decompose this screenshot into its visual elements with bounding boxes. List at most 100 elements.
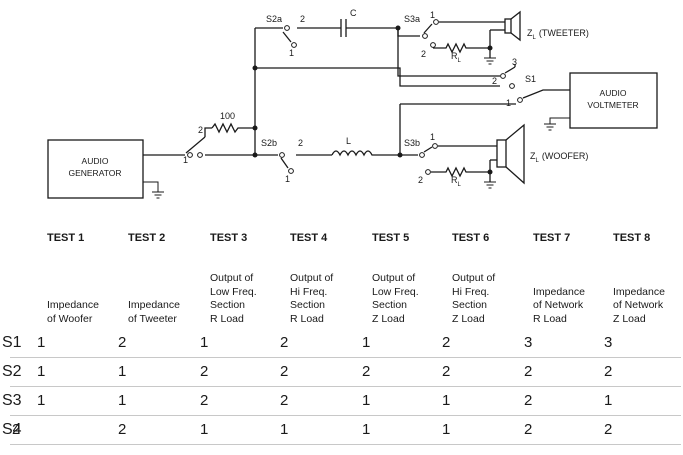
test-description-line: Z Load bbox=[613, 312, 646, 325]
tweeter-label: ZL(TWEETER) bbox=[527, 28, 589, 41]
row-divider bbox=[10, 444, 681, 445]
s3b-label: S3b bbox=[404, 138, 420, 148]
switch-row-label: S2 bbox=[2, 363, 22, 380]
switch-position-cell: 1 bbox=[37, 363, 46, 380]
test-description-line: Output of bbox=[210, 272, 254, 284]
switch-position-cell: 2 bbox=[362, 363, 371, 380]
s2b-label: S2b bbox=[261, 138, 277, 148]
switch-s2a: S2a 2 1 bbox=[255, 14, 335, 58]
circuit-schematic: AUDIO GENERATOR 1 2 100 S2a 2 1 bbox=[47, 8, 658, 199]
inductor-l: L bbox=[331, 136, 400, 157]
audio-generator: AUDIO GENERATOR bbox=[47, 139, 144, 199]
switch-position-cell: 2 bbox=[12, 421, 21, 438]
switch-s1: 3 2 1 S1 bbox=[255, 57, 570, 108]
test-description-line: of Tweeter bbox=[128, 312, 177, 325]
generator-ground bbox=[143, 181, 164, 199]
s3b-pos-2: 2 bbox=[418, 175, 423, 185]
test-description-line: R Load bbox=[533, 312, 567, 325]
test-description-line: Hi Freq. bbox=[452, 285, 490, 298]
switch-position-cell: 2 bbox=[118, 421, 127, 438]
s3b-pos-1: 1 bbox=[430, 132, 435, 142]
test-description-line: Z Load bbox=[452, 312, 485, 325]
switch-position-cell: 2 bbox=[604, 363, 613, 380]
test-description-line: Output of bbox=[452, 272, 496, 284]
woofer-label: ZL(WOOFER) bbox=[530, 151, 588, 164]
switch-position-cell: 2 bbox=[118, 334, 127, 351]
switch-position-cell: 2 bbox=[442, 334, 451, 351]
s1-label: S1 bbox=[525, 74, 536, 84]
switch-position-cell: 1 bbox=[200, 334, 209, 351]
gen-switch-pos-2: 2 bbox=[198, 125, 203, 135]
woofer-ground bbox=[484, 159, 497, 189]
test-header-7: TEST 7 bbox=[533, 232, 571, 244]
test-header-4: TEST 4 bbox=[290, 232, 328, 244]
test-description-line: R Load bbox=[210, 312, 244, 325]
test-description-line: Section bbox=[452, 299, 488, 311]
s2b-pos-2: 2 bbox=[298, 138, 303, 148]
test-description-line: Z Load bbox=[372, 312, 405, 325]
test-description-line: Low Freq. bbox=[372, 285, 419, 298]
switch-position-cell: 1 bbox=[118, 363, 127, 380]
capacitor-c: C bbox=[335, 8, 398, 37]
test-description-line: Section bbox=[290, 299, 326, 311]
switch-position-cell: 3 bbox=[524, 334, 533, 351]
test-description-line: Output of bbox=[290, 272, 334, 284]
switch-position-cell: 1 bbox=[280, 421, 289, 438]
switch-position-cell: 2 bbox=[200, 363, 209, 380]
test-description-line: of Network bbox=[613, 299, 664, 311]
series-resistor-100: 100 bbox=[211, 111, 255, 134]
generator-output-switch: 1 2 bbox=[143, 125, 255, 165]
test-description-line: Impedance bbox=[533, 285, 585, 298]
switch-position-cell: 1 bbox=[118, 392, 127, 409]
switch-position-cell: 3 bbox=[604, 334, 613, 351]
switch-position-cell: 1 bbox=[37, 392, 46, 409]
audio-voltmeter: AUDIO VOLTMETER bbox=[569, 72, 658, 129]
switch-position-cell: 2 bbox=[280, 334, 289, 351]
test-description-line: Output of bbox=[372, 272, 416, 284]
s3a-rl: RL bbox=[451, 51, 462, 64]
s3a-label: S3a bbox=[404, 14, 420, 24]
test-description-line: Impedance bbox=[47, 299, 99, 311]
switch-position-cell: 1 bbox=[37, 334, 46, 351]
audio-voltmeter-label-1: AUDIO bbox=[600, 88, 627, 98]
switch-row-label: S3 bbox=[2, 392, 22, 409]
audio-generator-label-1: AUDIO bbox=[82, 156, 109, 166]
test-header-5: TEST 5 bbox=[372, 232, 410, 244]
voltmeter-ground bbox=[544, 117, 570, 131]
test-description-line: Hi Freq. bbox=[290, 285, 328, 298]
switch-position-cell: 1 bbox=[362, 421, 371, 438]
row-divider bbox=[10, 415, 681, 416]
switch-row-label: S4 bbox=[2, 421, 22, 438]
s1-pos-1: 1 bbox=[506, 98, 511, 108]
test-header-2: TEST 2 bbox=[128, 232, 166, 244]
switch-s3a: S3a 1 2 RL bbox=[404, 10, 505, 64]
switch-position-cell: 1 bbox=[442, 392, 451, 409]
switch-s3b: S3b 1 2 RL bbox=[400, 132, 497, 188]
switch-position-cell: 2 bbox=[200, 392, 209, 409]
test-description-line: Section bbox=[210, 299, 246, 311]
audio-voltmeter-label-2: VOLTMETER bbox=[587, 100, 638, 110]
row-divider bbox=[10, 357, 681, 358]
s2a-pos-1: 1 bbox=[289, 48, 294, 58]
switch-position-cell: 2 bbox=[524, 363, 533, 380]
tweeter-ground bbox=[484, 29, 505, 65]
s1-pos-3: 3 bbox=[512, 57, 517, 67]
inductor-label: L bbox=[346, 136, 351, 146]
test-header-1: TEST 1 bbox=[47, 232, 85, 244]
switch-position-cell: 2 bbox=[280, 363, 289, 380]
switch-position-cell: 1 bbox=[362, 392, 371, 409]
test-description-line: R Load bbox=[290, 312, 324, 325]
row-divider bbox=[10, 386, 681, 387]
tweeter-speaker: ZL(TWEETER) bbox=[504, 10, 589, 42]
test-description-line: of Woofer bbox=[47, 312, 93, 325]
s3b-rl: RL bbox=[451, 175, 462, 188]
